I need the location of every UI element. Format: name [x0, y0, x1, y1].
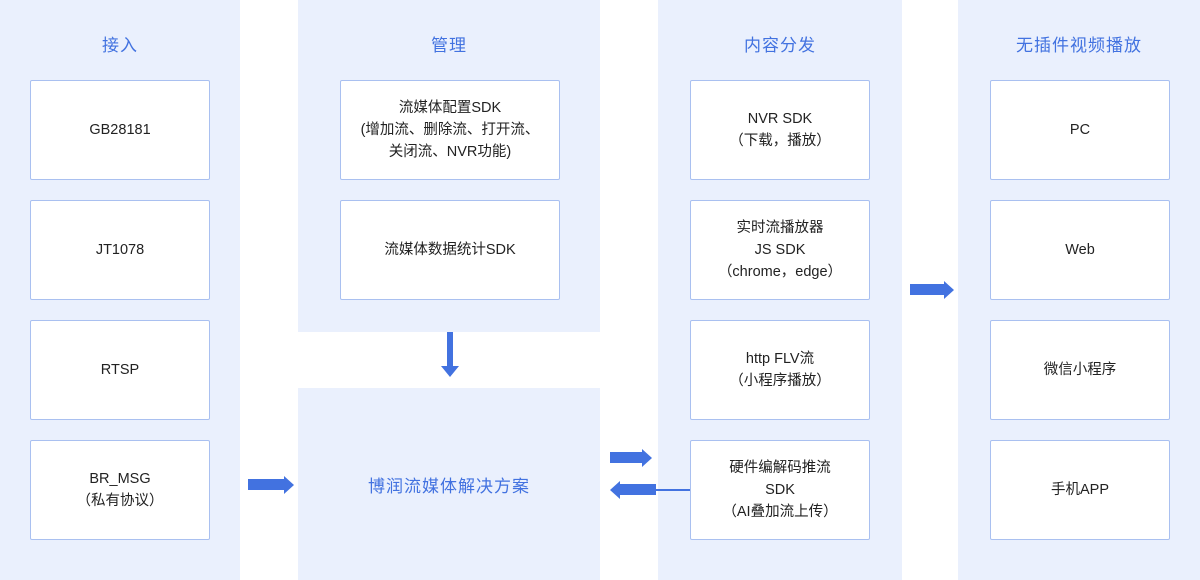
access-box-rtsp-line1: RTSP	[100, 362, 140, 378]
distribution-box-hw-codec-line3: （AI叠加流上传）	[722, 504, 838, 520]
access-box-gb28181[interactable]: GB28181	[30, 80, 210, 180]
management-box-config-sdk[interactable]: 流媒体配置SDK (增加流、删除流、打开流、 关闭流、NVR功能)	[340, 80, 560, 180]
playback-box-web[interactable]: Web	[990, 200, 1170, 300]
distribution-box-nvr-sdk-line1: NVR SDK	[747, 111, 813, 127]
access-box-br-msg-line2: （私有协议）	[76, 493, 164, 509]
distribution-box-hw-codec[interactable]: 硬件编解码推流 SDK （AI叠加流上传）	[690, 440, 870, 540]
management-box-config-sdk-line3: 关闭流、NVR功能)	[388, 144, 512, 160]
distribution-box-hw-codec-line1: 硬件编解码推流	[729, 460, 831, 476]
distribution-box-nvr-sdk[interactable]: NVR SDK （下载，播放）	[690, 80, 870, 180]
distribution-box-http-flv-line2: （小程序播放）	[729, 373, 831, 389]
column-title-distribution: 内容分发	[744, 36, 816, 55]
access-box-br-msg[interactable]: BR_MSG （私有协议）	[30, 440, 210, 540]
management-box-config-sdk-line2: (增加流、删除流、打开流、	[360, 122, 540, 138]
distribution-box-js-sdk[interactable]: 实时流播放器 JS SDK （chrome，edge）	[690, 200, 870, 300]
management-box-config-sdk-line1: 流媒体配置SDK	[398, 100, 502, 116]
playback-box-pc[interactable]: PC	[990, 80, 1170, 180]
playback-box-wechat-miniprogram-line1: 微信小程序	[1043, 362, 1117, 378]
solution-block[interactable]: 博润流媒体解决方案	[298, 388, 600, 580]
distribution-box-http-flv-line1: http FLV流	[745, 351, 815, 367]
access-box-jt1078-line1: JT1078	[95, 242, 145, 258]
playback-box-wechat-miniprogram[interactable]: 微信小程序	[990, 320, 1170, 420]
distribution-box-js-sdk-line2: JS SDK	[754, 242, 806, 258]
management-box-stats-sdk[interactable]: 流媒体数据统计SDK	[340, 200, 560, 300]
distribution-box-nvr-sdk-line2: （下载，播放）	[729, 133, 831, 149]
playback-box-pc-line1: PC	[1069, 122, 1091, 138]
distribution-box-hw-codec-line2: SDK	[765, 482, 795, 498]
playback-box-web-line1: Web	[1065, 242, 1095, 258]
access-box-rtsp[interactable]: RTSP	[30, 320, 210, 420]
column-title-access: 接入	[102, 36, 138, 55]
distribution-box-js-sdk-line1: 实时流播放器	[736, 220, 824, 236]
access-box-br-msg-line1: BR_MSG	[89, 471, 151, 487]
access-box-gb28181-line1: GB28181	[89, 122, 151, 138]
distribution-box-http-flv[interactable]: http FLV流 （小程序播放）	[690, 320, 870, 420]
management-box-stats-sdk-line1: 流媒体数据统计SDK	[384, 242, 516, 258]
column-title-management: 管理	[431, 36, 467, 55]
solution-label: 博润流媒体解决方案	[368, 476, 530, 496]
playback-box-mobile-app-line1: 手机APP	[1050, 482, 1109, 498]
playback-box-mobile-app[interactable]: 手机APP	[990, 440, 1170, 540]
column-title-playback: 无插件视频播放	[1016, 36, 1142, 55]
distribution-box-js-sdk-line3: （chrome，edge）	[717, 264, 843, 280]
access-box-jt1078[interactable]: JT1078	[30, 200, 210, 300]
